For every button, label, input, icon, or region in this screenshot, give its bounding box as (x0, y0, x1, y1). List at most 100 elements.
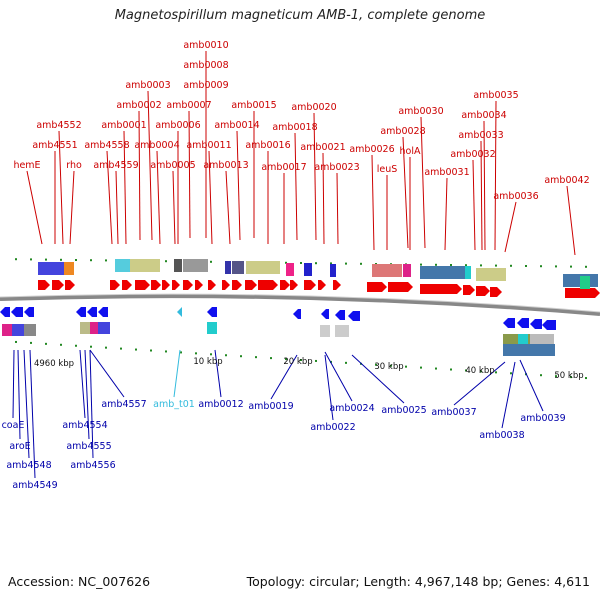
gene-leader-line (89, 349, 125, 398)
reverse-gene-arrow (335, 310, 345, 320)
reverse-gene-arrow (321, 309, 329, 319)
scale-label: 10 kbp (193, 357, 222, 367)
forward-gene-label: rho (66, 160, 82, 171)
protein-domain-box (174, 259, 182, 272)
forward-gene-arrow (476, 286, 490, 296)
scale-label: 4960 kbp (34, 359, 74, 369)
reverse-gene-arrow (503, 318, 515, 328)
scale-label: 50 kbp (554, 371, 583, 381)
tick-mark-top (465, 264, 467, 267)
forward-gene-label: amb0003 (125, 80, 170, 91)
protein-domain-box (12, 324, 24, 336)
gene-leader-line (17, 349, 21, 440)
tick-mark-top (570, 265, 572, 268)
gene-leader-line (453, 361, 506, 406)
protein-domain-box (476, 268, 506, 281)
forward-gene-label: amb0004 (134, 140, 179, 151)
tick-mark-bottom (315, 359, 317, 362)
protein-domain-box (503, 344, 555, 356)
forward-gene-label: amb0005 (150, 160, 195, 171)
gene-leader-line (172, 170, 176, 245)
tick-mark-bottom (240, 355, 242, 358)
tick-mark-top (345, 262, 347, 265)
gene-leader-line (208, 150, 213, 245)
genome-backbone (0, 294, 600, 316)
forward-gene-label: amb0042 (544, 175, 589, 186)
tick-mark-bottom (510, 372, 512, 375)
gene-leader-line (371, 154, 375, 251)
gene-leader-line (566, 185, 576, 256)
forward-gene-arrow (195, 280, 203, 290)
protein-domain-box (420, 266, 465, 279)
protein-domain-box (207, 322, 217, 334)
gene-leader-line (188, 110, 191, 239)
tick-mark-bottom (195, 352, 197, 355)
gene-leader-line (214, 349, 222, 398)
reverse-gene-arrow (207, 307, 217, 317)
forward-gene-label: amb0026 (349, 144, 394, 155)
tick-mark-bottom (165, 350, 167, 353)
forward-gene-label: amb4559 (93, 160, 138, 171)
protein-domain-box (130, 259, 160, 272)
tick-mark-top (540, 265, 542, 268)
gene-leader-line (336, 172, 339, 245)
protein-domain-box (304, 263, 312, 276)
tick-mark-top (480, 264, 482, 267)
tick-mark-bottom (585, 377, 587, 380)
protein-domain-box (80, 322, 92, 334)
forward-gene-arrow (490, 287, 502, 297)
forward-gene-label: amb0009 (183, 80, 228, 91)
gene-leader-line (12, 349, 15, 419)
gene-leader-line (270, 354, 298, 400)
tick-mark-top (435, 263, 437, 266)
forward-gene-label: leuS (377, 164, 398, 175)
tick-mark-bottom (105, 346, 107, 349)
forward-gene-arrow (565, 288, 600, 298)
tick-mark-bottom (495, 371, 497, 374)
reverse-gene-label: amb0039 (520, 413, 565, 424)
gene-leader-line (324, 351, 353, 402)
forward-gene-label: amb4551 (32, 140, 77, 151)
reverse-gene-label: amb0024 (329, 403, 374, 414)
forward-gene-arrow (208, 280, 216, 290)
gene-leader-line (444, 177, 448, 251)
gene-leader-line (69, 170, 75, 245)
reverse-gene-label: amb0037 (431, 407, 476, 418)
forward-gene-arrow (280, 280, 290, 290)
gene-leader-line (79, 349, 86, 419)
gene-leader-line (26, 170, 43, 245)
reverse-gene-arrow (348, 311, 360, 321)
forward-gene-label: amb0031 (424, 167, 469, 178)
reverse-gene-arrow (24, 307, 34, 317)
tick-mark-top (285, 261, 287, 264)
tick-mark-top (420, 263, 422, 266)
tick-mark-bottom (210, 353, 212, 356)
reverse-gene-label: coaE (2, 420, 25, 431)
tick-mark-bottom (435, 367, 437, 370)
reverse-gene-arrow (293, 309, 301, 319)
forward-gene-arrow (463, 285, 475, 295)
forward-gene-arrow (172, 280, 180, 290)
tick-mark-bottom (270, 357, 272, 360)
gene-leader-line (123, 130, 127, 245)
gene-leader-line (322, 152, 325, 245)
reverse-gene-label: amb0022 (310, 422, 355, 433)
tick-mark-top (165, 260, 167, 263)
tick-mark-bottom (180, 351, 182, 354)
forward-gene-arrow (258, 280, 278, 290)
tick-mark-bottom (405, 365, 407, 368)
gene-leader-line (483, 120, 486, 251)
gene-leader-line (519, 359, 544, 412)
tick-mark-bottom (300, 359, 302, 361)
reverse-gene-arrow (517, 318, 529, 328)
topology-text: Topology: circular; Length: 4,967,148 bp… (246, 574, 590, 589)
gene-leader-line (313, 112, 317, 241)
tick-mark-bottom (390, 364, 392, 367)
forward-gene-label: amb0008 (183, 60, 228, 71)
forward-gene-label: holA (400, 146, 421, 157)
tick-mark-bottom (135, 348, 137, 351)
forward-gene-label: amb0018 (272, 122, 317, 133)
reverse-gene-label: aroE (9, 441, 30, 452)
forward-gene-label: amb0001 (101, 120, 146, 131)
gene-leader-line (84, 349, 90, 440)
